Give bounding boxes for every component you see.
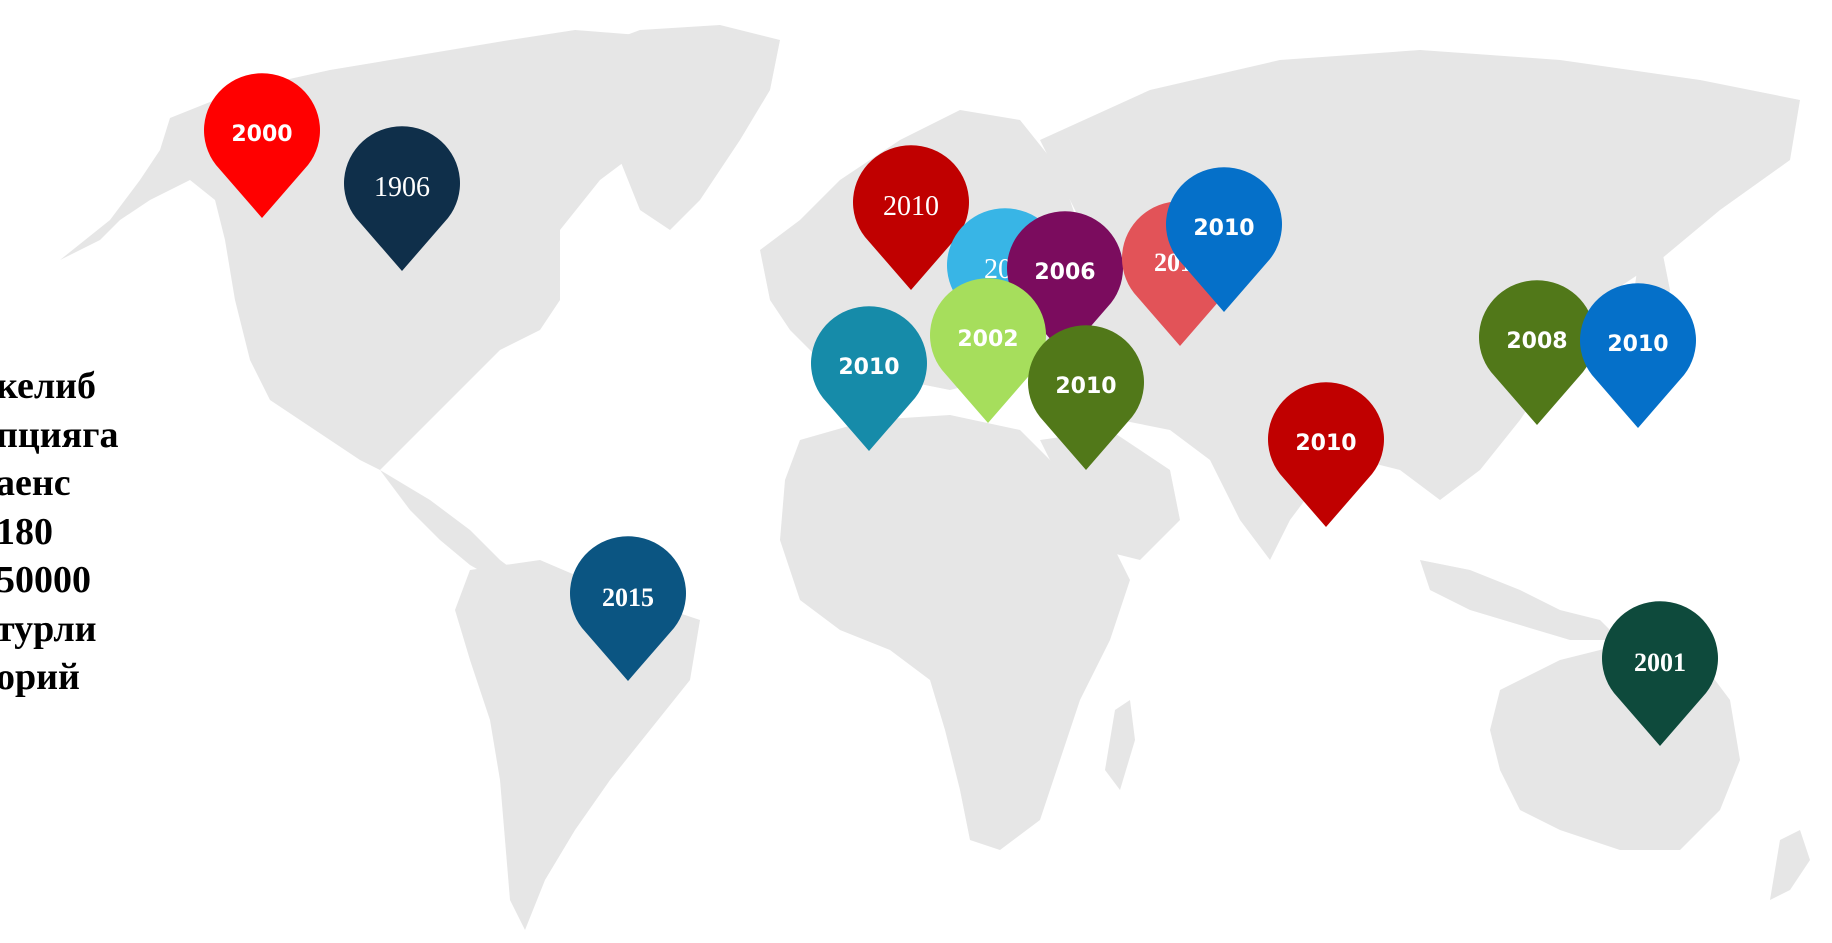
map-pin-icon (1268, 382, 1384, 527)
pin-2010-india[interactable]: 2010 (1268, 382, 1384, 527)
new-zealand-landmass (1770, 830, 1810, 900)
pin-2002-italy[interactable]: 2002 (930, 278, 1046, 423)
central-america-landmass (380, 470, 520, 585)
pin-2015-brazil[interactable]: 2015 (570, 536, 686, 681)
map-pin-icon (204, 73, 320, 218)
pin-label: 2008 (1506, 329, 1568, 354)
pin-label: 2006 (1034, 260, 1096, 285)
pin-1906-canada[interactable]: 1906 (344, 126, 460, 271)
map-pin-icon (1602, 601, 1718, 746)
map-pin-icon (853, 145, 969, 290)
arabia-landmass (1040, 430, 1180, 560)
pin-label: 2010 (1607, 332, 1669, 357)
map-pin-icon (570, 536, 686, 681)
pin-label: 2010 (1295, 431, 1357, 456)
pin-2010-korea[interactable]: 2010 (1580, 283, 1696, 428)
map-pin-icon (1580, 283, 1696, 428)
side-description-text: келиб пцияга аенс 180 50000 турли орий (0, 365, 119, 698)
pin-label: 1906 (374, 172, 430, 203)
pin-label: 2010 (1055, 374, 1117, 399)
pin-label: 2000 (231, 122, 293, 147)
greenland-landmass (560, 25, 780, 230)
pin-2010-turkey[interactable]: 2010 (1028, 325, 1144, 470)
pin-2000-alaska[interactable]: 2000 (204, 73, 320, 218)
pin-label: 2002 (957, 327, 1019, 352)
pin-2001-australia[interactable]: 2001 (1602, 601, 1718, 746)
map-pin-icon (1479, 280, 1595, 425)
british-isles-landmass (800, 230, 840, 310)
map-pin-icon (1028, 325, 1144, 470)
pin-2008-china[interactable]: 2008 (1479, 280, 1595, 425)
pin-2010-uk[interactable]: 2010 (853, 145, 969, 290)
pin-label: 2010 (838, 355, 900, 380)
map-pin-icon (1166, 167, 1282, 312)
madagascar-landmass (1105, 700, 1135, 790)
pin-2010-france[interactable]: 2010 (811, 306, 927, 451)
pin-label: 2001 (1634, 648, 1686, 677)
pin-2010-russia[interactable]: 2010 (1166, 167, 1282, 312)
africa-landmass (780, 415, 1130, 850)
pin-label: 2010 (1193, 216, 1255, 241)
indonesia-landmass (1420, 560, 1620, 640)
map-pin-icon (344, 126, 460, 271)
pin-label: 2010 (883, 191, 939, 222)
map-pin-icon (930, 278, 1046, 423)
pin-label: 2015 (602, 583, 654, 612)
map-pin-icon (811, 306, 927, 451)
